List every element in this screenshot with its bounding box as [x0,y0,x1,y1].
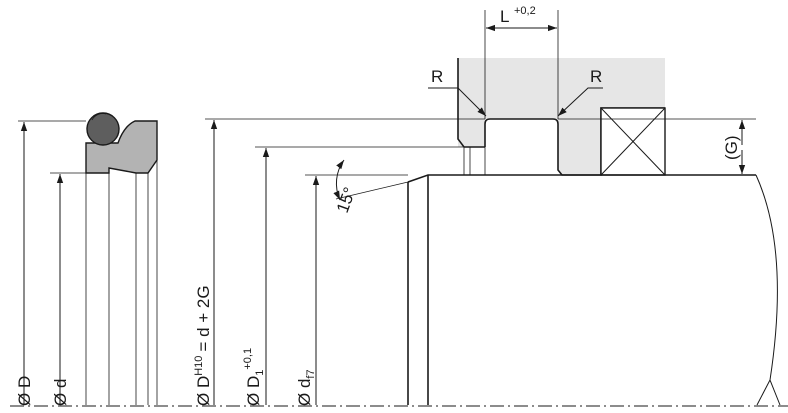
label-df7-sub: f7 [305,369,317,378]
seal-projection-lines [85,160,158,405]
groove-lines [463,147,486,175]
angle-15: 15° [333,159,409,215]
label-df7-main: Ø d [295,379,314,406]
label-D1-sup: +0,1 [242,348,254,370]
label-D1: Ø D1+0,1 [242,348,266,406]
radius-right: R [557,67,603,117]
radius-left: R [428,67,487,117]
piston-rod [407,174,781,406]
label-DH10-rest: = d + 2G [194,285,213,351]
label-L: L [500,7,509,26]
dimension-L: L +0,2 [484,5,559,119]
label-DH10: Ø DH10 = d + 2G [193,285,213,406]
dimension-D: Ø D [15,120,86,406]
label-df7: Ø df7 [295,369,317,406]
housing [457,58,666,176]
dimension-D1: Ø D1+0,1 [242,148,270,406]
label-L-tolerance: +0,2 [514,5,536,17]
dimension-d: Ø d [50,172,86,406]
extension-lines [205,118,756,176]
dimension-G: (G) [722,120,746,174]
seal-profile [85,120,158,174]
o-ring [86,112,120,146]
seal-cross-section [85,112,158,174]
label-D: Ø D [15,376,34,406]
label-R-left: R [431,67,443,86]
label-R-right: R [590,67,602,86]
label-D1-main: Ø D [244,376,263,406]
label-DH10-sup: H10 [193,356,205,376]
label-D1-sub: 1 [254,370,266,376]
label-DH10-main: Ø D [194,376,213,406]
label-G: (G) [722,135,741,160]
dimension-df7: Ø df7 [295,176,320,406]
dimension-DH10: Ø DH10 = d + 2G [193,120,218,406]
housing-body [458,58,665,175]
label-d: Ø d [51,379,70,406]
